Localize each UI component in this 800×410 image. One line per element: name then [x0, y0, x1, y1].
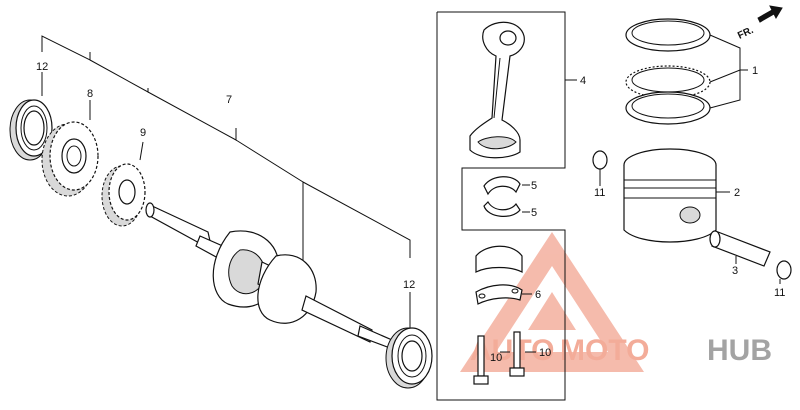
watermark-text-hub: HUB: [707, 334, 772, 367]
crank-group-leaders: [41, 35, 411, 330]
callout-10-a: 10: [490, 352, 502, 364]
callout-3: 3: [732, 265, 738, 277]
callout-7: 7: [226, 94, 232, 106]
callout-12-left: 12: [36, 61, 48, 73]
front-direction-indicator: FR.: [736, 5, 783, 42]
callout-6: 6: [535, 289, 541, 301]
front-direction-label: FR.: [736, 25, 755, 42]
piston-part: [623, 148, 730, 243]
callout-11-right: 11: [774, 287, 785, 299]
callout-9: 9: [140, 127, 146, 139]
governor-gear-part: [101, 163, 146, 227]
callout-1: 1: [752, 65, 758, 77]
rod-bearing-lower-part: [483, 201, 521, 217]
callout-11-left: 11: [594, 187, 605, 199]
rod-bolt-b-part: [509, 331, 525, 377]
rod-bearing-upper-part: [483, 176, 521, 196]
watermark-triangle-logo: [460, 232, 644, 372]
piston-ring-set-part: [625, 18, 711, 125]
bearing-right-part: [385, 327, 433, 389]
rod-bolt-a-part: [473, 335, 489, 385]
callout-2: 2: [734, 187, 740, 199]
watermark-text-moto: MOTO: [560, 334, 649, 367]
callout-4: 4: [580, 75, 586, 87]
piston-pin-part: [709, 230, 771, 267]
callout-12-right: 12: [403, 279, 415, 291]
ring-leaders: [709, 34, 748, 109]
crankshaft-part: [145, 202, 393, 349]
callout-5-upper: 5: [531, 180, 537, 192]
callout-10-b: 10: [539, 347, 551, 359]
clip-left-part: [592, 150, 608, 186]
clip-right-part: [776, 260, 792, 284]
rod-group-brackets: [436, 11, 577, 401]
callout-5-lower: 5: [531, 207, 537, 219]
rod-cap-part: [475, 245, 523, 305]
bearing-left-part: [9, 99, 53, 161]
connecting-rod-part: [469, 21, 525, 159]
timing-gear-part: [41, 121, 99, 197]
callout-8: 8: [87, 88, 93, 100]
front-arrow-icon: [757, 5, 783, 23]
